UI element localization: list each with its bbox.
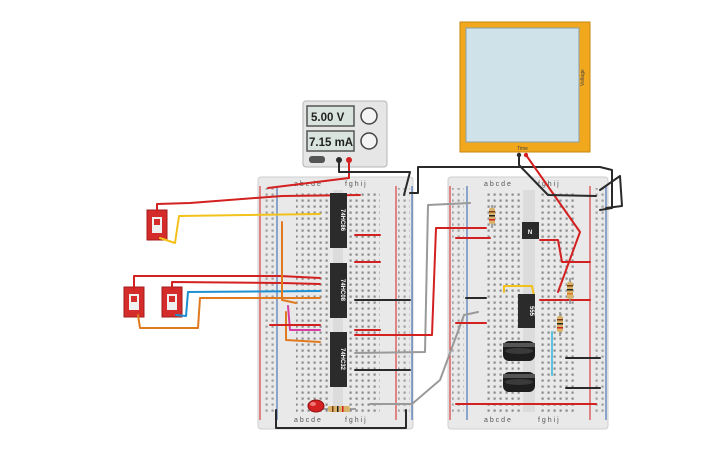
capacitor-2[interactable] [503, 372, 535, 392]
wire-gray-to-right[interactable] [354, 202, 471, 354]
power-supply[interactable]: 5.00 V 7.15 mA [302, 100, 388, 168]
column-letters-left: a b c d e [484, 181, 511, 188]
chip2-label: 74HC08 [339, 279, 345, 302]
chip-74hc86[interactable]: 74HC86 [330, 193, 347, 248]
wire-gray-bottom[interactable] [369, 311, 479, 405]
chip-74hc32[interactable]: 74HC32 [330, 332, 347, 387]
chip1-label: 74HC86 [339, 209, 345, 232]
wire-red-to-right[interactable] [354, 227, 487, 336]
wire-switch1-yellow[interactable] [159, 213, 321, 244]
dip-switch-1[interactable] [146, 209, 168, 241]
power-switch[interactable] [309, 156, 325, 163]
wire-ground-loop[interactable] [599, 175, 623, 209]
column-letters-right-bottom: f g h i j [345, 417, 366, 424]
current-readout: 7.15 mA [309, 137, 353, 149]
current-knob[interactable] [360, 132, 378, 150]
wire-power-positive[interactable] [267, 159, 350, 189]
resistor-3[interactable] [557, 312, 563, 336]
wire-orange-left[interactable] [281, 221, 297, 304]
oscilloscope[interactable]: Voltage Time [459, 21, 591, 158]
chip-74hc08[interactable]: 74HC08 [330, 263, 347, 318]
column-letters-left-bottom: a b c d e [484, 417, 511, 424]
wire-switch3-blue[interactable] [175, 290, 321, 317]
column-letters-left: a b c d e [294, 181, 321, 188]
chip3-label: 74HC32 [339, 348, 345, 371]
wires [133, 154, 623, 429]
transistor-label: N [528, 230, 532, 236]
scope-voltage-label: Voltage [580, 69, 586, 86]
wire-switch2-red[interactable] [133, 275, 321, 290]
wire-power-negative[interactable] [338, 159, 411, 196]
voltage-knob[interactable] [360, 107, 378, 125]
wire-switch3-red[interactable] [171, 281, 321, 290]
wire-scope-probe[interactable] [525, 154, 581, 293]
wire-scope-ground[interactable] [518, 154, 597, 197]
voltage-readout: 5.00 V [311, 112, 345, 124]
transistor[interactable]: N [522, 222, 539, 239]
column-letters-right-bottom: f g h i j [538, 417, 559, 424]
wire-orange-chip3[interactable] [285, 311, 321, 343]
wire-right-yellow[interactable] [503, 285, 535, 297]
resistor-2[interactable] [567, 278, 573, 304]
dip-switch-2[interactable] [123, 286, 145, 318]
wire-switch2-orange[interactable] [137, 297, 321, 329]
resistor-led[interactable] [322, 406, 356, 412]
scope-screen [465, 27, 580, 143]
dip-switch-3[interactable] [161, 286, 183, 318]
column-letters-right: f g h i j [538, 181, 559, 188]
capacitor-1[interactable] [503, 341, 535, 361]
wire-bottom-ground[interactable] [275, 409, 407, 429]
wire-switch1-red[interactable] [156, 194, 361, 213]
scope-time-label: Time [517, 146, 528, 152]
column-letters-left-bottom: a b c d e [294, 417, 321, 424]
led[interactable] [307, 399, 325, 413]
timer-555[interactable]: 555 [518, 294, 535, 328]
column-letters-right: f g h i j [345, 181, 366, 188]
resistor-1[interactable] [489, 205, 495, 228]
wire-right-red-3[interactable] [539, 239, 591, 263]
timer-label: 555 [528, 306, 534, 317]
wire-pink[interactable] [287, 305, 321, 331]
